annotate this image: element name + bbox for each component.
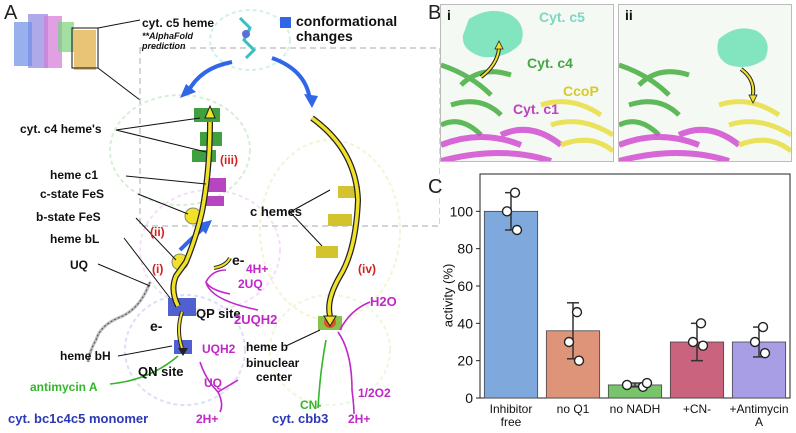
label-h2o: H2O: [370, 294, 397, 309]
category-label: A: [755, 415, 763, 429]
label-c-hemes: c hemes: [250, 204, 303, 219]
label-qp-site: QP site: [196, 306, 241, 321]
label-antimycin: antimycin A: [30, 380, 98, 394]
step-iii: (iii): [220, 153, 238, 167]
label-heme-b: heme b: [246, 340, 289, 354]
pointer-lines: [97, 117, 331, 357]
data-point: [571, 306, 583, 318]
data-point: [509, 187, 521, 198]
panel-c-letter: C: [428, 176, 443, 198]
label-uq-n: UQ: [204, 376, 222, 390]
label-binuclear: binuclear: [246, 356, 300, 370]
magenta-flow-arrows: [199, 269, 371, 415]
data-point: [621, 379, 633, 391]
category-label: +Antimycin: [729, 402, 788, 416]
label-2h-right: 2H+: [348, 412, 371, 426]
green-lines: [109, 339, 327, 409]
y-tick-label: 60: [457, 278, 473, 294]
label-c4-hemes: cyt. c4 heme's: [20, 122, 102, 136]
category-label: Inhibitor: [490, 402, 533, 416]
sub-ii: ii: [625, 7, 633, 23]
y-tick-label: 80: [457, 241, 473, 257]
micrograph-i: i Cyt. c5 Cyt. c4 CcoP Cyt. c1: [440, 4, 614, 162]
label-b-fes: b-state FeS: [36, 210, 101, 224]
legend: conformational changes: [280, 13, 398, 44]
sub-i: i: [447, 7, 451, 23]
label-cn: CN-: [300, 398, 322, 412]
data-point: [759, 347, 771, 359]
right-heme-chain: [316, 186, 360, 330]
thumbnail-complex: [14, 14, 141, 101]
panel-a-illustration: [14, 9, 440, 415]
panel-a-letter: A: [4, 2, 18, 24]
label-cyt-c1: Cyt. c1: [513, 101, 559, 117]
data-point: [641, 377, 653, 389]
label-heme-bl: heme bL: [50, 232, 100, 246]
panel-b-letter: B: [428, 2, 442, 24]
conformational-arrow-left: [186, 60, 233, 93]
data-point: [749, 336, 761, 348]
category-label: +CN-: [683, 402, 711, 416]
c5-heme: [238, 16, 257, 60]
label-2uq: 2UQ: [238, 277, 263, 291]
step-iv: (iv): [358, 262, 376, 276]
category-label: no Q1: [557, 402, 590, 416]
data-point: [501, 206, 513, 217]
alphafold-note-line1: **AlphaFold: [142, 31, 193, 41]
label-e-fes: e-: [232, 252, 245, 268]
data-point: [573, 355, 585, 366]
y-tick-label: 40: [457, 315, 473, 331]
data-point: [697, 340, 709, 351]
y-tick-label: 20: [457, 353, 473, 369]
conformational-arrow-right: [271, 56, 312, 101]
label-cyt-c5: Cyt. c5: [539, 9, 585, 25]
step-ii: (ii): [150, 225, 165, 239]
label-c-fes: c-state FeS: [40, 187, 105, 201]
category-label: no NADH: [610, 402, 661, 416]
label-cyt-c4: Cyt. c4: [527, 55, 573, 71]
label-ccop: CcoP: [563, 83, 599, 99]
micrograph-i-art: [441, 10, 613, 161]
label-o2: 1/2O2: [358, 386, 391, 400]
step-i: (i): [152, 262, 164, 276]
data-point: [757, 321, 769, 333]
label-heme-c1: heme c1: [50, 168, 99, 182]
label-uq: UQ: [70, 258, 88, 272]
y-tick-label: 100: [450, 203, 474, 219]
label-2uqh2: 2UQH2: [234, 312, 278, 327]
data-point: [695, 318, 707, 329]
label-uqh2: UQH2: [202, 342, 236, 356]
data-point: [687, 336, 699, 348]
alphafold-note: **AlphaFold prediction: [142, 31, 193, 51]
label-qn-site: QN site: [138, 364, 184, 379]
micrograph-ii: ii: [618, 4, 792, 162]
data-point: [563, 336, 575, 348]
alphafold-note-line2: prediction: [142, 41, 186, 51]
legend-label: conformational changes: [296, 13, 398, 44]
footer-bc1c4c5: cyt. bc1c4c5 monomer: [8, 411, 149, 426]
micrograph-ii-art: [619, 28, 791, 161]
footer-cbb3: cyt. cbb3: [272, 411, 329, 426]
data-point: [511, 224, 523, 236]
dashed-region: [139, 47, 440, 227]
c5-heme-title: cyt. c5 heme: [142, 16, 215, 30]
label-2h-left: 2H+: [196, 412, 219, 426]
label-4h: 4H+: [246, 262, 269, 276]
label-e-bl: e-: [150, 318, 163, 334]
legend-swatch: [280, 17, 291, 28]
y-tick-label: 0: [465, 390, 473, 406]
protein-backdrop: [109, 9, 401, 406]
label-center: center: [256, 370, 293, 384]
label-heme-bh: heme bH: [60, 349, 111, 363]
bar: [483, 210, 539, 399]
category-label: free: [501, 415, 522, 429]
